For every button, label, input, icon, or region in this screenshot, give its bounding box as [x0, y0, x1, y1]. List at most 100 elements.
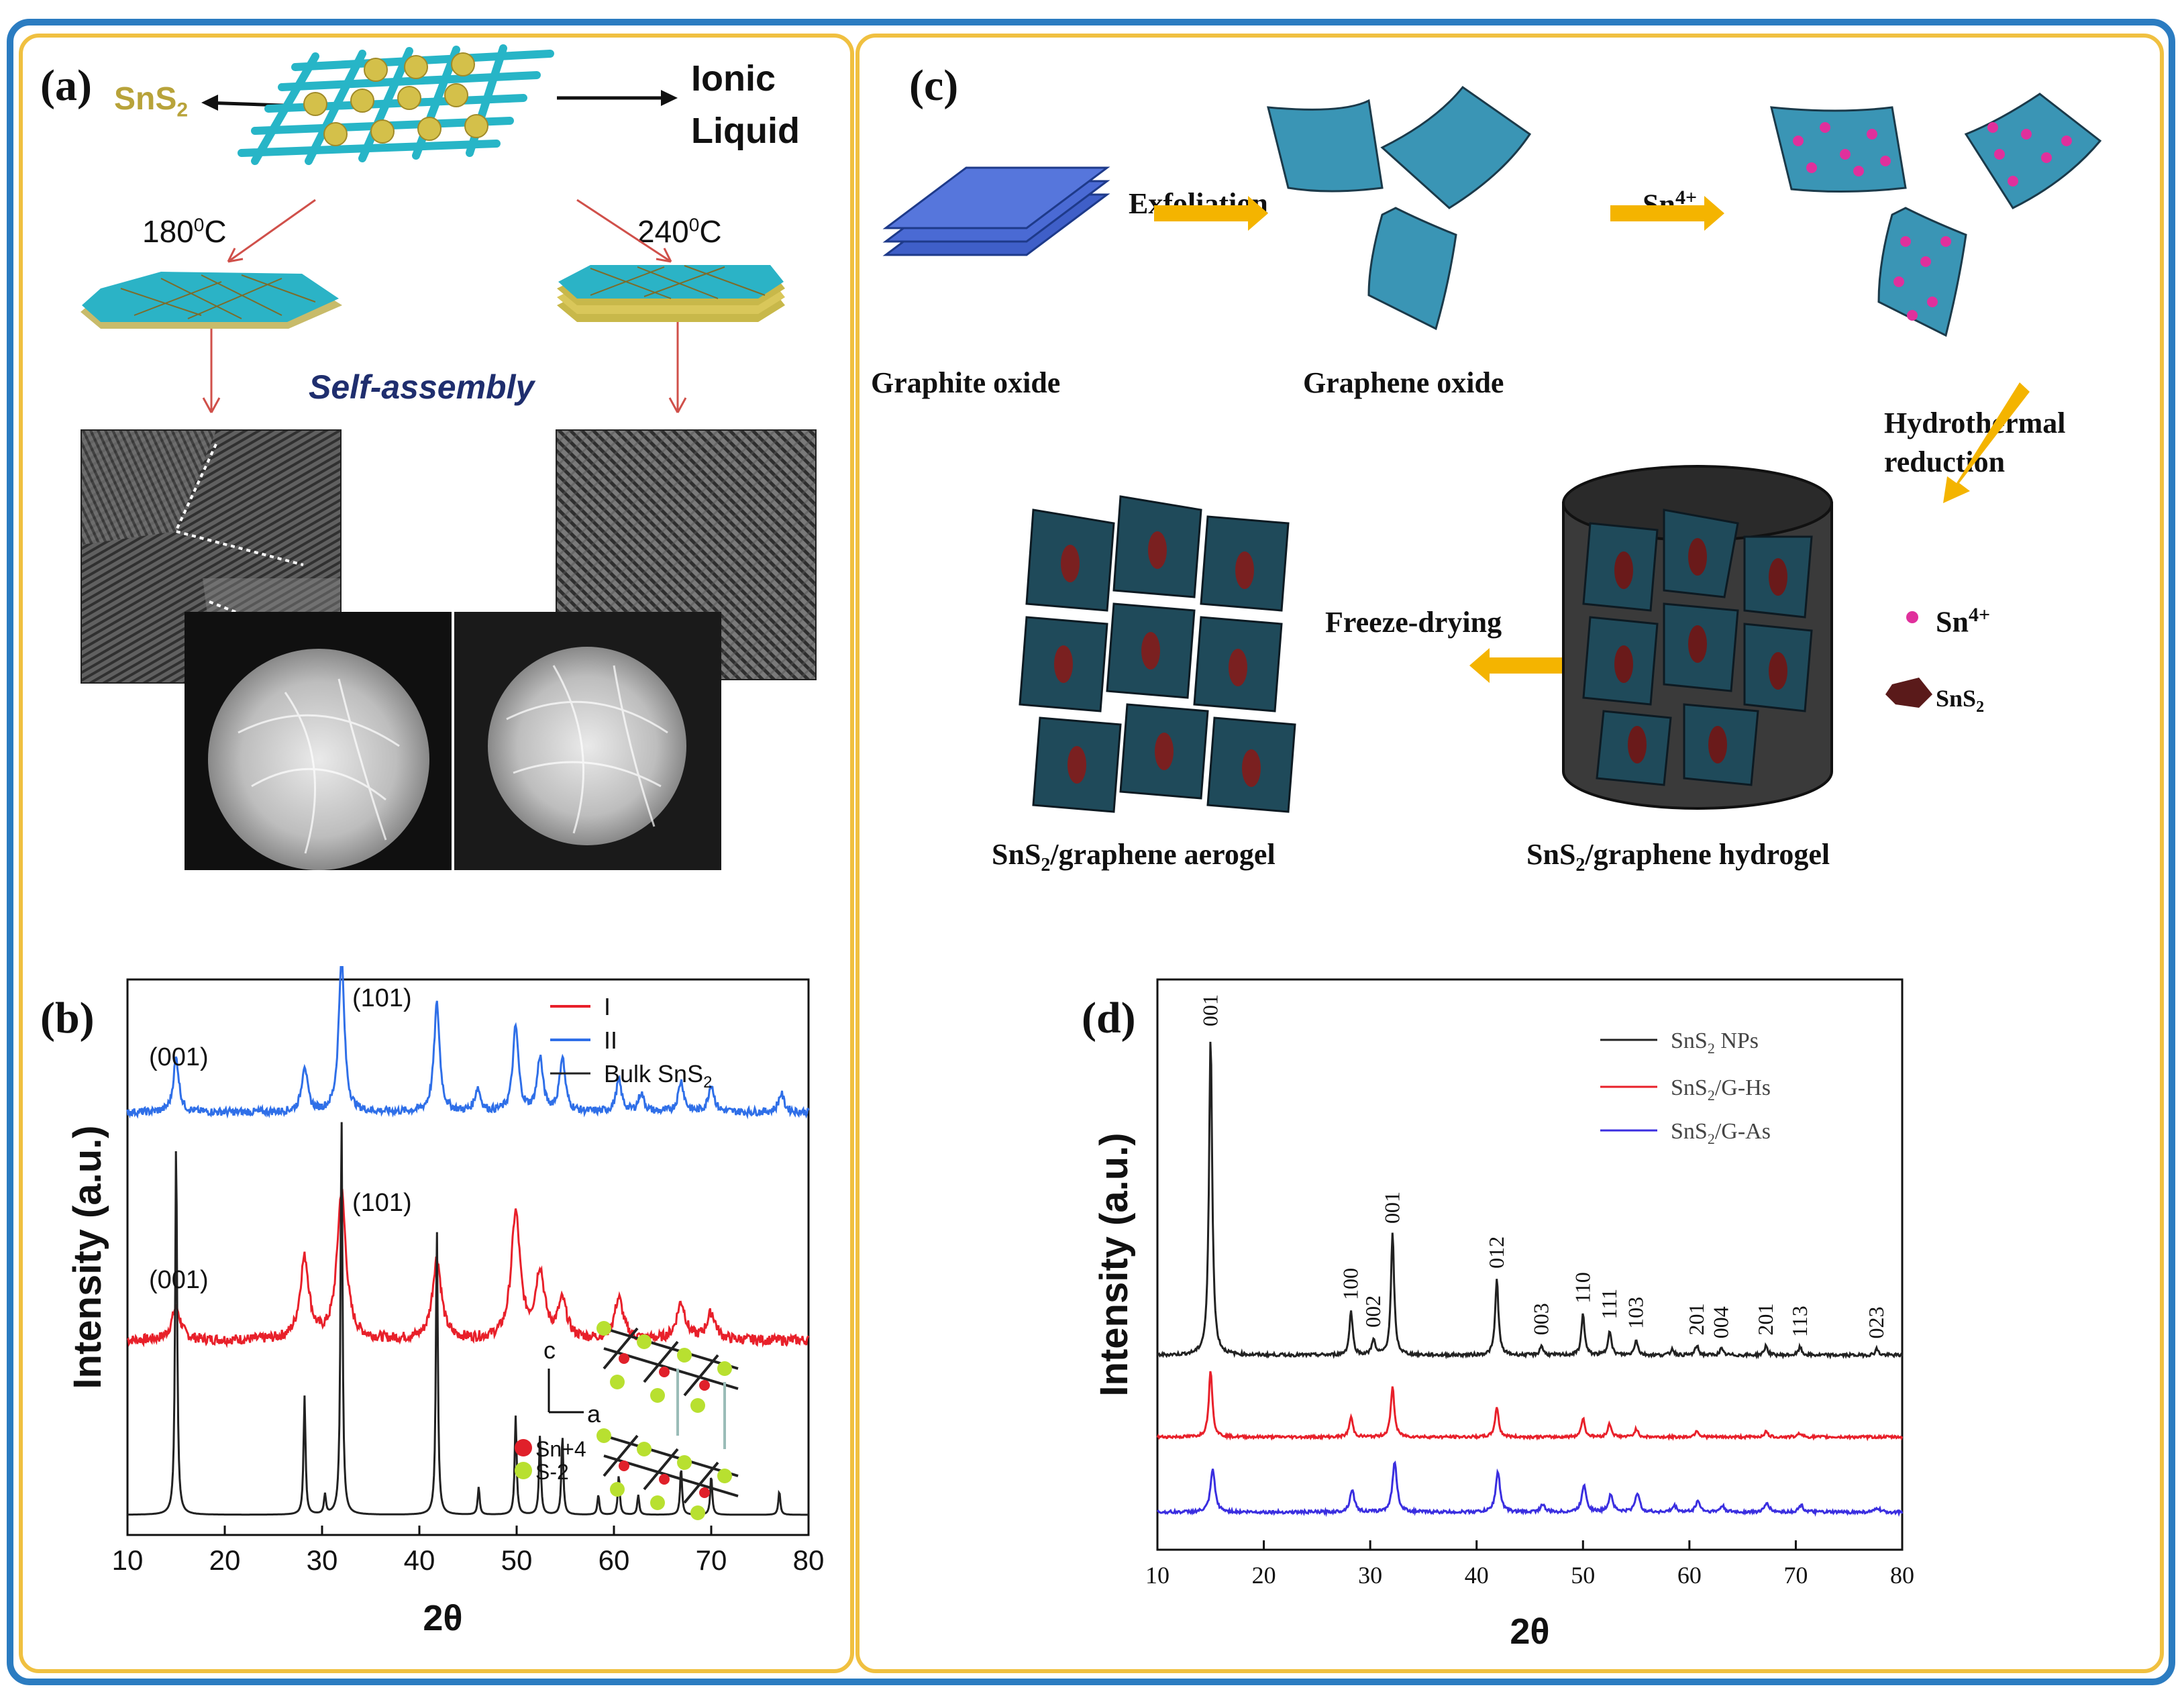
chart-b-ylabel: Intensity (a.u.)	[66, 1125, 109, 1389]
self-assembly-label: Self-assembly	[309, 368, 535, 406]
peak-label: 001	[1198, 994, 1222, 1026]
panel-c-label: (c)	[909, 61, 959, 110]
peak-label: 111	[1597, 1289, 1621, 1320]
x-tick-label: 60	[599, 1544, 630, 1576]
chart-d-frame	[1156, 978, 1904, 1551]
temp-180-label: 1800C	[142, 214, 227, 249]
legend-sn: Sn+4	[535, 1437, 586, 1461]
chart-d-legend: SnS2 NPs SnS2/G-Hs SnS2/G-As	[1600, 1028, 1771, 1147]
hydrogel-cylinder	[1562, 465, 1833, 810]
series-line-2	[1156, 1460, 1904, 1518]
series-line-0	[126, 1188, 810, 1348]
plate-180	[81, 272, 342, 329]
chart-d-xlabel: 2θ	[1510, 1611, 1549, 1652]
series-line-1	[126, 966, 810, 1120]
x-tick-label: 80	[1890, 1562, 1914, 1589]
panel-b-label: (b)	[40, 994, 95, 1043]
x-tick-label: 70	[696, 1544, 727, 1576]
x-tick-label: 40	[404, 1544, 435, 1576]
peak-label: 103	[1624, 1297, 1648, 1329]
x-tick-label: 20	[209, 1544, 241, 1576]
peak-label: 023	[1864, 1306, 1888, 1338]
sns2-label: SnS2	[114, 81, 189, 121]
inset-axis-c: c	[543, 1336, 556, 1364]
figure-frame	[7, 19, 2175, 1685]
red-arrows	[202, 199, 687, 413]
series-line-1	[1156, 1371, 1904, 1442]
hydrogel-label: SnS2/graphene hydrogel	[1526, 838, 1830, 875]
x-tick-label: 10	[1145, 1562, 1169, 1589]
legend-b-I: I	[604, 993, 611, 1020]
legend-d-hs: SnS2/G-Hs	[1671, 1075, 1771, 1104]
graphite-oxide-stack	[882, 166, 1110, 256]
annot-001-middle: (001)	[149, 1266, 209, 1294]
graphite-oxide-label: Graphite oxide	[871, 366, 1061, 399]
inset-axis-a: a	[587, 1400, 601, 1428]
peak-label: 004	[1708, 1306, 1732, 1338]
legend-d-as: SnS2/G-As	[1671, 1119, 1771, 1147]
panel-a-schematic	[81, 44, 785, 413]
panel-d-label: (d)	[1082, 994, 1136, 1043]
graphene-oxide-sheets	[1267, 85, 1532, 331]
annot-101-upper: (101)	[352, 984, 412, 1012]
peak-label: 100	[1339, 1268, 1363, 1300]
x-tick-label: 30	[307, 1544, 338, 1576]
temp-240-label: 2400C	[637, 214, 722, 249]
arrow-left-head	[201, 95, 218, 111]
sem-images	[185, 612, 721, 870]
series-line-0	[1156, 1041, 1904, 1360]
x-tick-label: 60	[1677, 1562, 1702, 1589]
chart-b-frame	[126, 978, 810, 1536]
legend-sns2-label: SnS2	[1936, 685, 1985, 716]
peak-label: 110	[1570, 1272, 1594, 1304]
legend-b-II: II	[604, 1026, 617, 1054]
peak-label: 201	[1753, 1304, 1777, 1336]
x-tick-label: 50	[501, 1544, 533, 1576]
legend-s: S-2	[535, 1460, 569, 1484]
x-tick-label: 50	[1571, 1562, 1595, 1589]
aerogel	[1019, 495, 1296, 813]
legend-sn4-label: Sn4+	[1936, 604, 1991, 639]
arrow-right-head	[661, 90, 678, 106]
legend-d-nps: SnS2 NPs	[1671, 1028, 1759, 1057]
peak-label: 113	[1787, 1306, 1812, 1337]
x-tick-label: 40	[1465, 1562, 1489, 1589]
x-tick-label: 80	[793, 1544, 825, 1576]
crystal-inset: c a Sn+4 S-2	[515, 1321, 739, 1520]
x-tick-label: 70	[1783, 1562, 1808, 1589]
left-panel	[19, 34, 854, 1673]
process-arrows	[1154, 196, 2030, 683]
x-tick-label: 20	[1252, 1562, 1276, 1589]
plate-240	[557, 265, 785, 322]
legend-b-bulk: Bulk SnS2	[604, 1060, 712, 1092]
right-panel	[855, 34, 2164, 1673]
sem-flower-180	[208, 649, 429, 870]
chart-b-legend: I II Bulk SnS2	[550, 993, 712, 1092]
aerogel-label: SnS2/graphene aerogel	[992, 838, 1276, 875]
sem-flower-240	[488, 647, 686, 845]
freeze-drying-label: Freeze-drying	[1325, 606, 1502, 639]
legend-s-dot	[515, 1462, 532, 1479]
sn4-decorated-sheets	[1770, 93, 2102, 337]
peak-label: 012	[1484, 1236, 1508, 1269]
annot-001-upper: (001)	[149, 1043, 209, 1071]
peak-label: 201	[1684, 1304, 1708, 1336]
series-line-2	[127, 1122, 809, 1516]
legend-sn4-dot	[1906, 611, 1918, 623]
peak-label: 001	[1380, 1191, 1404, 1224]
chart-b: 10 20 30 40 50 60 70 80 2θ Intensity (a.u.) (00…	[66, 966, 825, 1638]
panel-c-schematic	[882, 85, 2102, 813]
panel-a-label: (a)	[40, 61, 92, 110]
legend-sn-dot	[515, 1439, 532, 1456]
legend-sns2-shape	[1885, 678, 1932, 708]
ionic-liquid-structure	[238, 44, 554, 165]
chart-b-xlabel: 2θ	[423, 1598, 462, 1638]
chart-d-ylabel: Intensity (a.u.)	[1092, 1132, 1136, 1396]
annot-101-middle: (101)	[352, 1189, 412, 1217]
peak-label: 003	[1528, 1303, 1553, 1335]
peak-label: 002	[1361, 1295, 1385, 1328]
x-tick-label: 10	[112, 1544, 144, 1576]
